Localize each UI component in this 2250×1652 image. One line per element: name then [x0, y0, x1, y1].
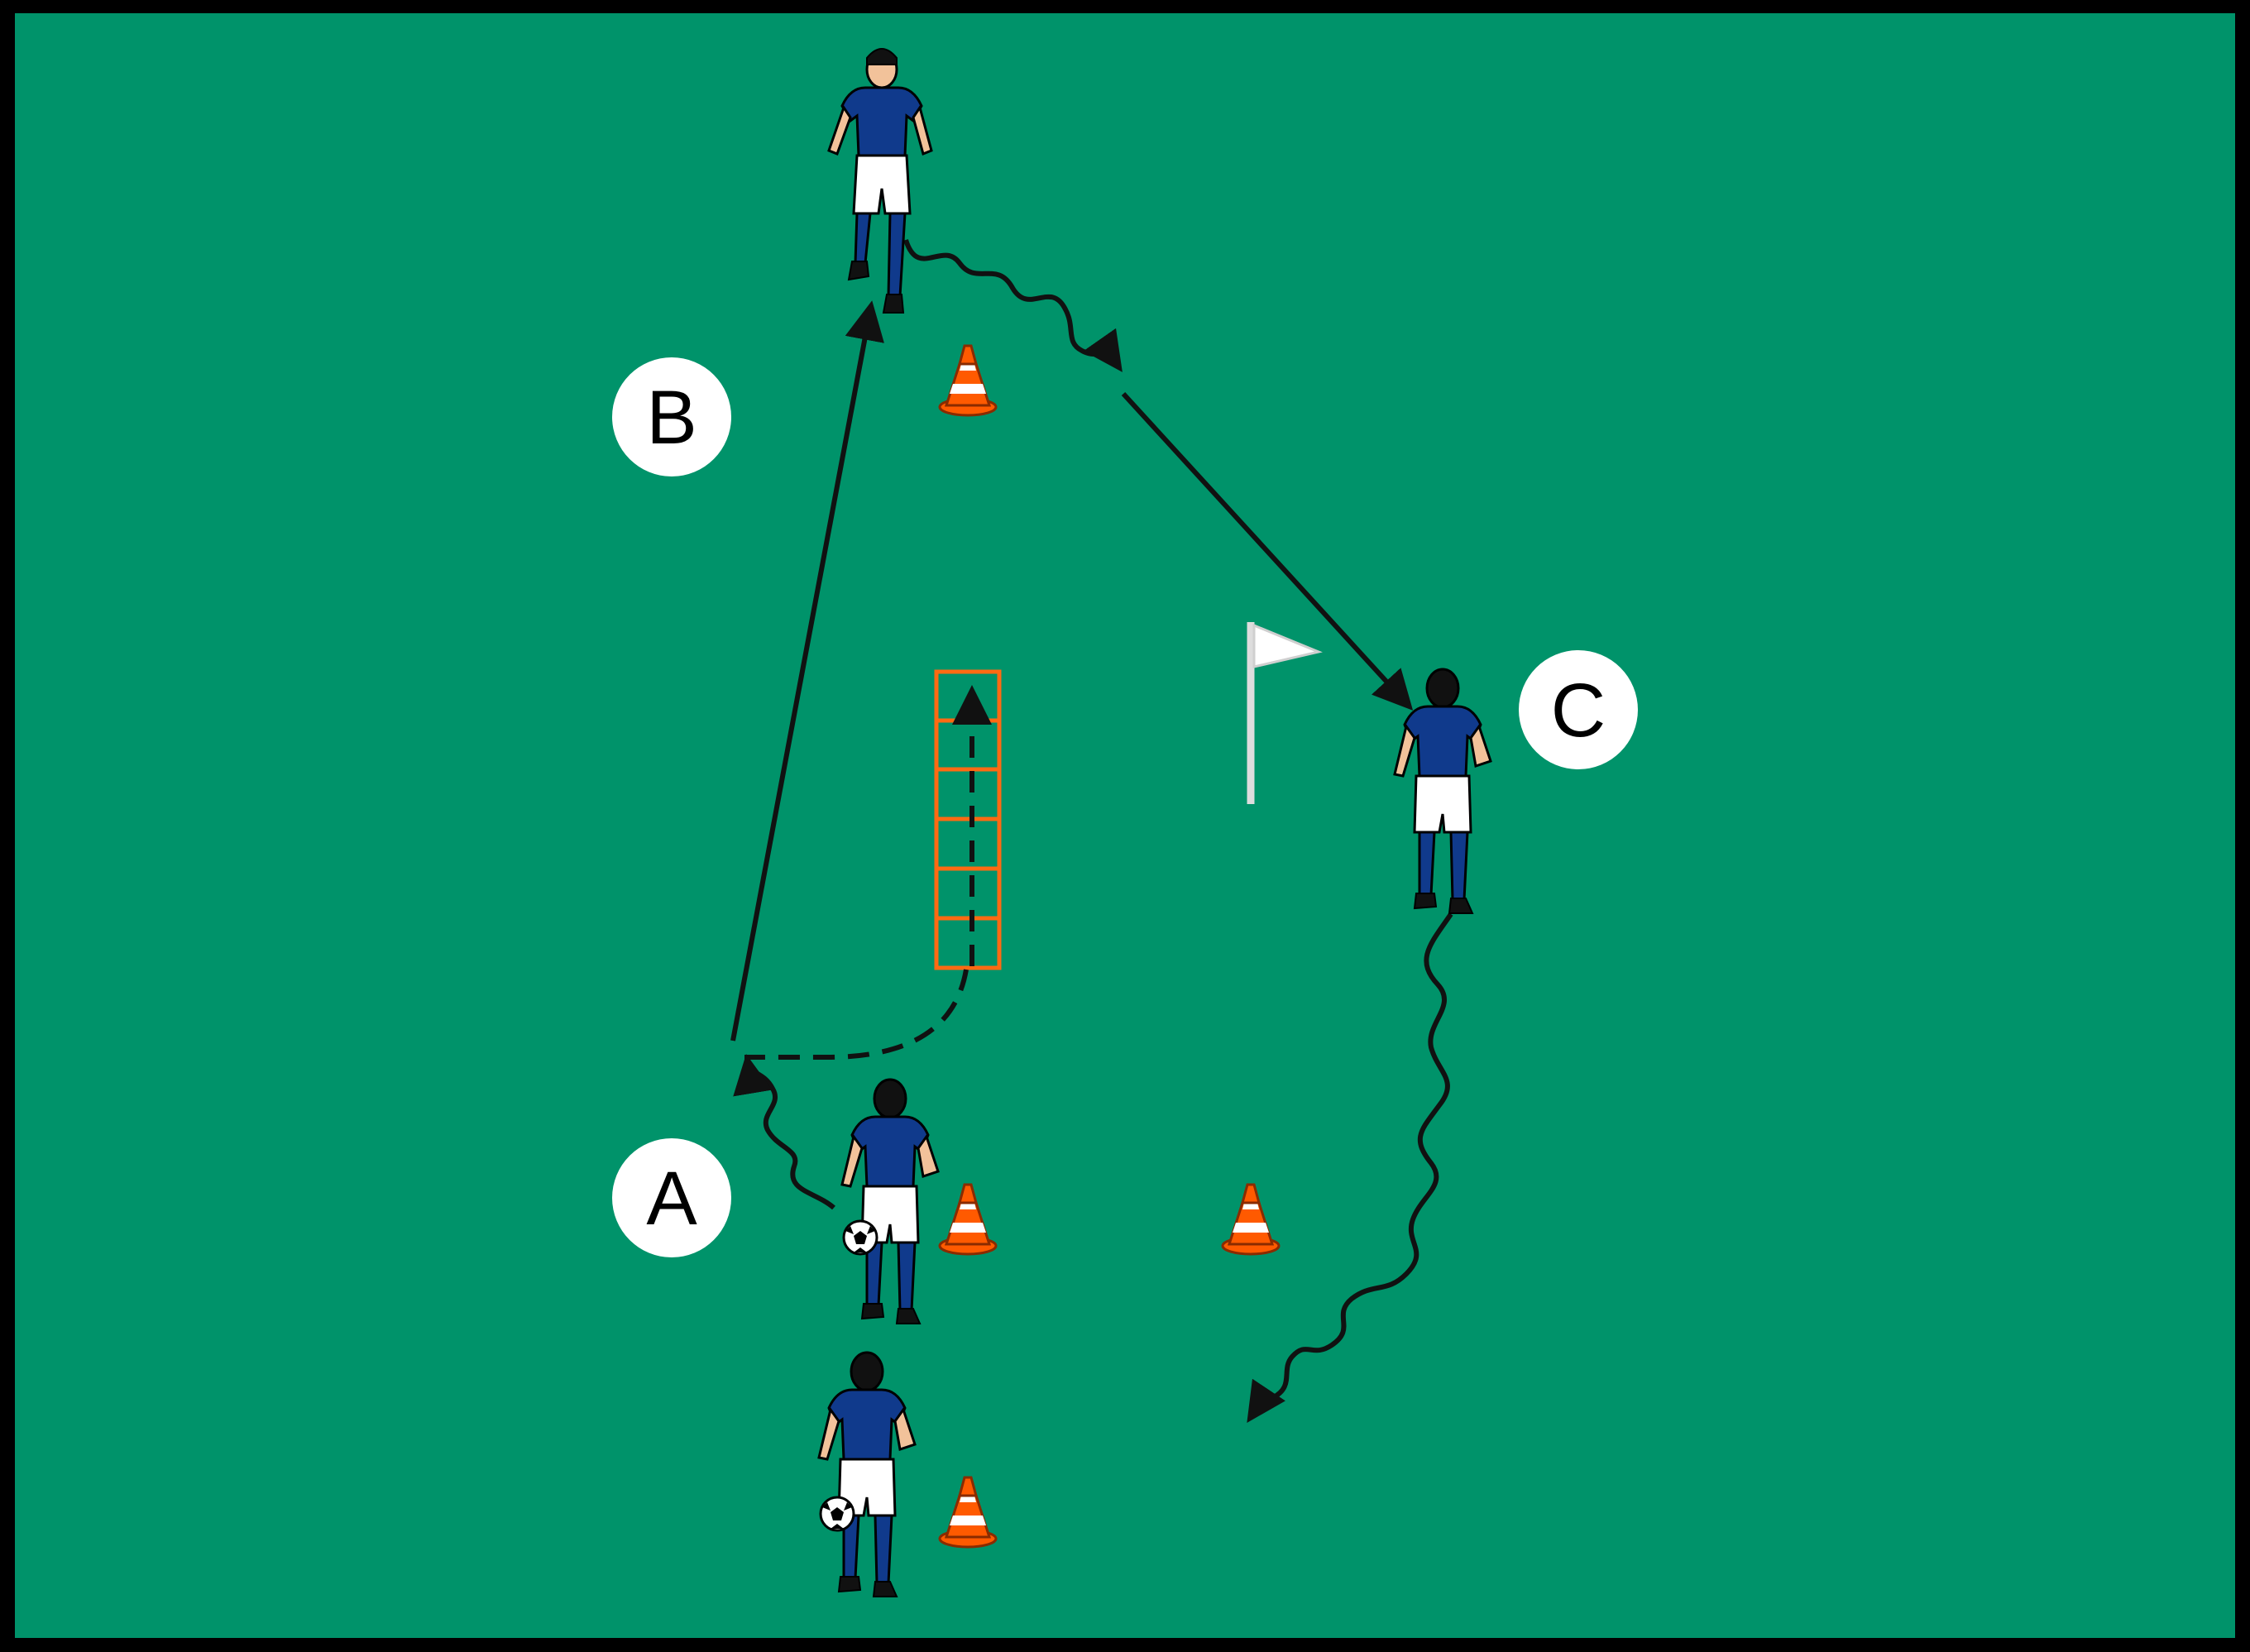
pass-a-to-b-arrow — [730, 300, 884, 1041]
soccer-ball — [819, 1496, 855, 1532]
label-a-text: A — [646, 1156, 697, 1241]
white-flag — [1247, 622, 1323, 804]
label-b: B — [612, 357, 731, 476]
label-c-text: C — [1551, 668, 1606, 753]
soccer-ball — [842, 1219, 878, 1256]
pitch — [15, 13, 2235, 1638]
label-b-text: B — [646, 376, 697, 460]
dribble-a-arrow — [733, 1054, 835, 1210]
label-a: A — [612, 1138, 731, 1257]
dribble-c-arrow — [1247, 912, 1453, 1423]
dribble-b-arrow — [903, 239, 1123, 372]
dashed-run-curve — [744, 969, 969, 1060]
pass-b-to-c-arrow — [1121, 391, 1414, 711]
label-c: C — [1519, 650, 1638, 769]
